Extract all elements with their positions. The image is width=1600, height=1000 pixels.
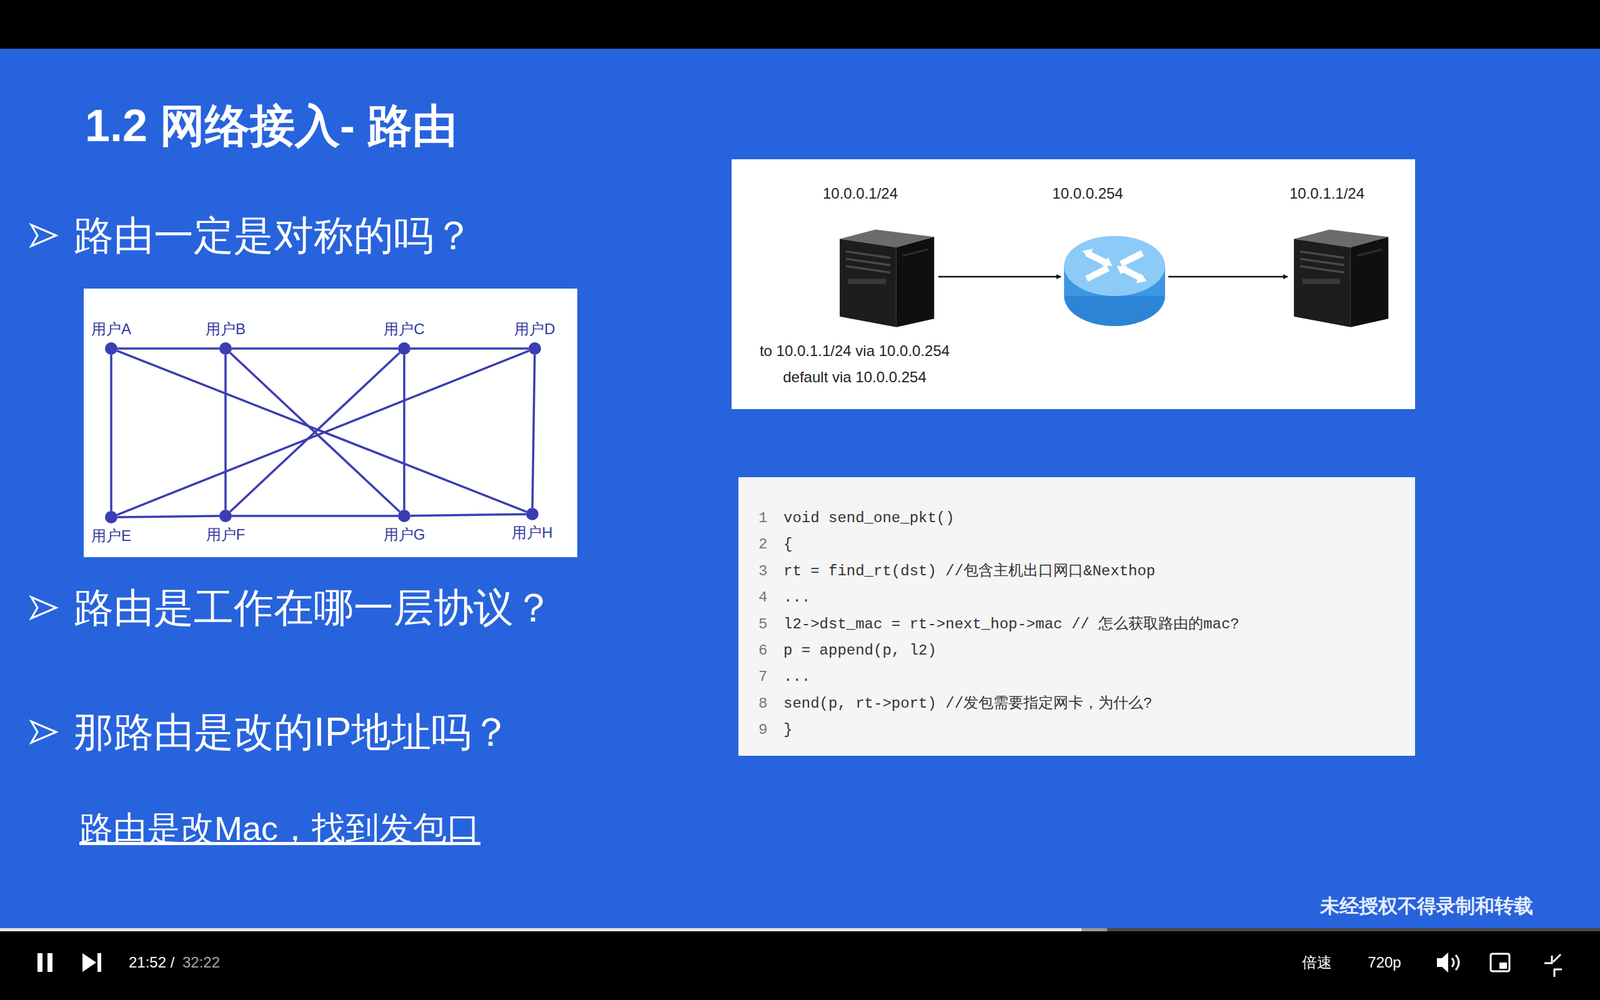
network-panel [731,159,1416,410]
pip-icon [1499,962,1507,969]
code-line: { [783,536,793,555]
user-label: 用户B [205,320,246,339]
user-label: 用户F [206,526,246,545]
player-bar [0,929,1600,1000]
line-number: 4 [758,589,768,608]
user-label: 用户H [511,524,553,543]
graph-edge [116,351,527,513]
user-node: 用户A [104,342,118,355]
code-line: rt = find_rt(dst) //包含主机出口网口&Nexthop [783,562,1156,582]
user-label: 用户E [91,527,132,546]
graph-edge [117,347,220,350]
graph-edge [109,354,113,512]
flow-arrow [938,276,1061,279]
volume-icon [1451,955,1459,971]
graph-edge [116,351,529,516]
user-node: 用户G [397,509,411,523]
server-node: 10.0.1.1/24 [1287,224,1393,330]
code-line: l2->dst_mac = rt->next_hop->mac // 怎么获取路… [783,616,1240,635]
watermark: 未经授权不得录制和转载 [1320,894,1534,918]
speed-button: 倍速 [1301,954,1332,973]
progress-played [0,928,1082,932]
pause-icon [47,953,53,973]
address-label: 10.0.1.1/24 [1289,184,1365,204]
user-node: 用户B [219,342,232,355]
pip-icon [1490,954,1510,972]
next-icon [97,953,102,973]
line-number: 6 [758,642,768,661]
bullet-symbols [31,224,57,743]
graph-edge [410,514,527,517]
graph-edge [224,354,227,510]
bullet-arrow [31,597,57,619]
code-line: } [783,721,793,740]
router-icon [1060,223,1169,331]
line-number: 1 [758,509,768,528]
question-text: 路由是工作在哪一层协议？ [73,584,554,633]
graph-edge [229,352,400,512]
user-label: 用户C [383,320,425,339]
graph-edge [532,354,535,508]
user-label: 用户G [383,526,426,545]
quality-button: 720p [1367,954,1401,973]
next-icon [82,953,97,973]
bullet-arrow [31,721,57,743]
line-number: 9 [758,721,768,740]
progress-track [0,928,1600,932]
line-number: 8 [758,695,768,714]
graph-edge [117,516,220,518]
top-bar [0,0,1600,49]
volume-icon [1436,952,1449,973]
graph-edge [231,514,398,518]
flow-arrow [1168,276,1288,279]
graph-edge [229,352,400,512]
user-label: 用户A [91,320,132,339]
route-entry: default via 10.0.0.254 [782,368,927,387]
question-text: 那路由是改的IP地址吗？ [73,708,512,757]
question-text: 路由一定是对称的吗？ [73,211,474,260]
user-node: 用户C [397,342,411,355]
code-line: ... [783,589,811,608]
user-node: 用户D [528,342,542,355]
server-icon [1287,224,1393,330]
player-controls [37,952,1562,978]
user-node: 用户F [219,509,232,523]
server-icon [833,224,939,330]
graph-edge [402,354,406,510]
server-node: 10.0.0.1/24 [833,224,939,330]
code-line: void send_one_pkt() [783,509,955,528]
time-current: 21:52 / [128,954,175,973]
router-node: 10.0.0.254 [1060,223,1169,331]
route-entry: to 10.0.1.1/24 via 10.0.0.254 [759,342,950,361]
address-label: 10.0.0.254 [1052,184,1123,204]
user-node: 用户H [526,507,539,521]
code-line: send(p, rt->port) //发包需要指定网卡，为什么? [783,695,1153,714]
progress-buffer [0,928,1108,932]
graph-edge [231,347,398,350]
line-number: 3 [758,562,768,582]
address-label: 10.0.0.1/24 [822,184,898,204]
graph-panel [83,288,578,558]
time-total: 32:22 [182,954,220,973]
bullet-arrow [31,224,57,247]
line-number: 5 [758,616,768,635]
line-number: 2 [758,536,768,555]
pause-icon [37,953,43,973]
line-number: 7 [758,668,768,687]
graph-edge [410,347,529,350]
code-line: p = append(p, l2) [783,642,937,661]
slide-background [0,48,1600,930]
user-label: 用户D [514,320,555,339]
code-line: ... [783,668,811,687]
slide-title: 1.2 网络接入- 路由 [84,98,458,153]
code-panel [738,477,1416,756]
answer-text: 路由是改Mac，找到发包口 [79,808,481,850]
user-node: 用户E [104,511,118,524]
exit-fullscreen-icon [1544,954,1562,978]
